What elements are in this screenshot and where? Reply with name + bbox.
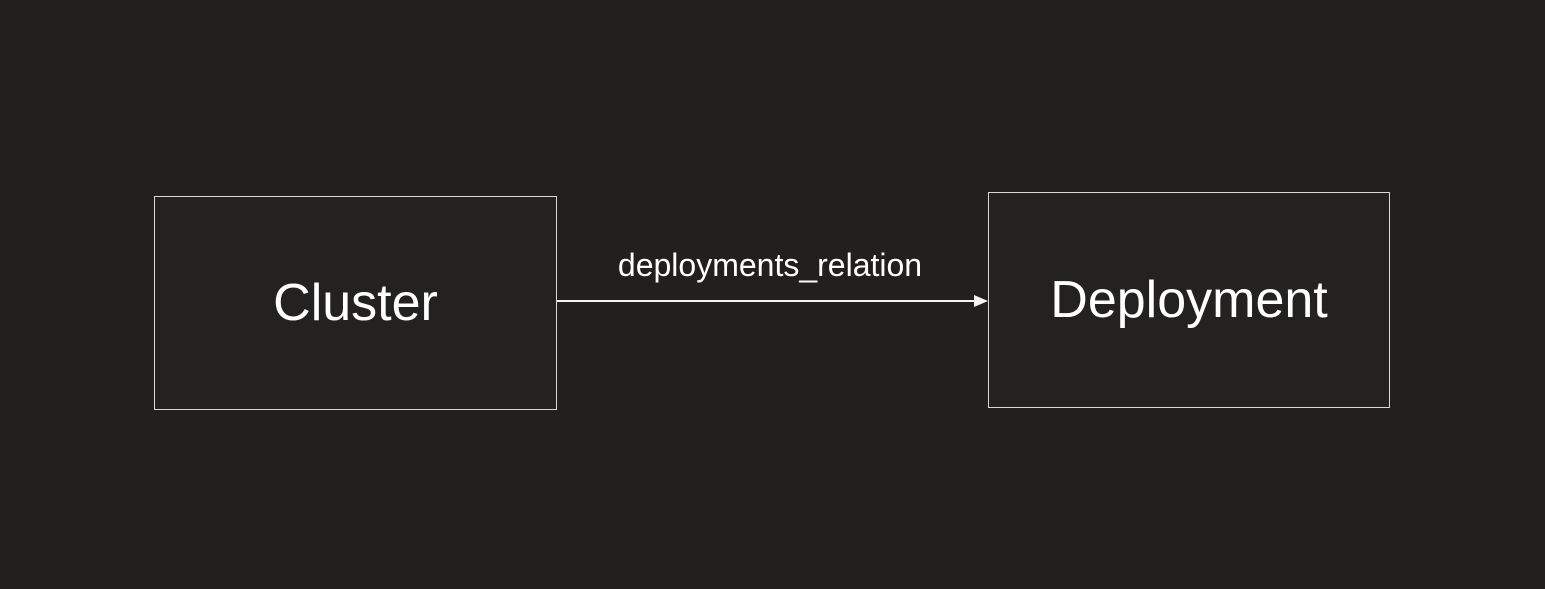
edge-label: deployments_relation <box>617 247 923 283</box>
arrowhead-icon <box>974 295 988 307</box>
node-deployment-label: Deployment <box>1050 271 1328 329</box>
node-deployment: Deployment <box>988 192 1390 408</box>
node-cluster: Cluster <box>154 196 557 410</box>
edge-line <box>557 300 975 302</box>
node-cluster-label: Cluster <box>273 274 438 332</box>
